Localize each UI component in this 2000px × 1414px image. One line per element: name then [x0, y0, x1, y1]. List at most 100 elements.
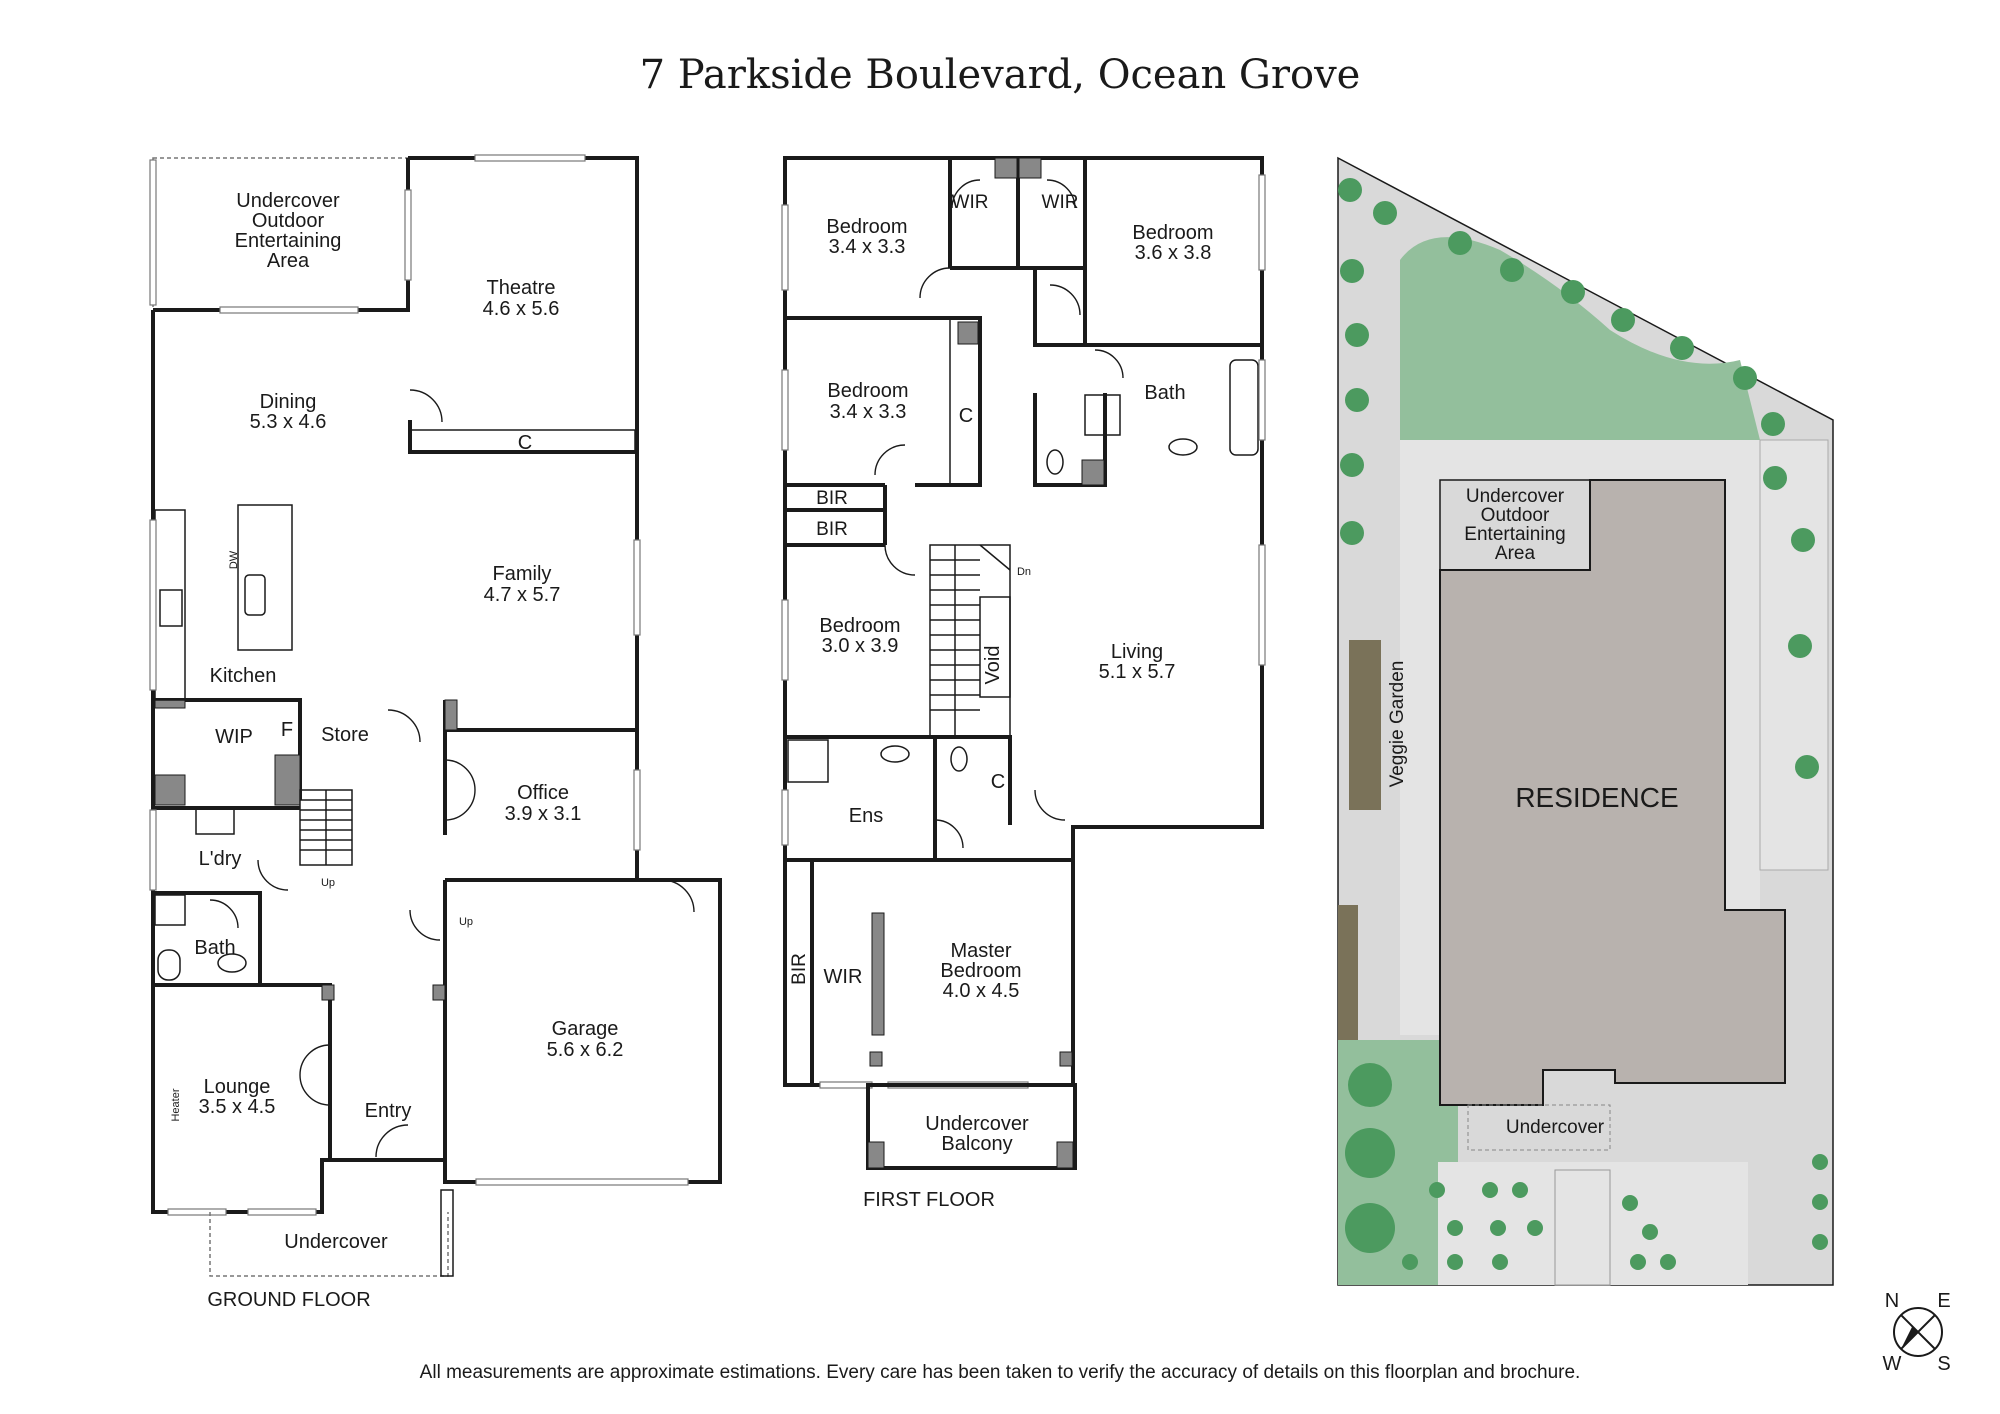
bir-label: BIR [816, 488, 848, 509]
living-dimensions: 5.1 x 5.7 [1099, 661, 1176, 683]
wall-column [154, 699, 186, 709]
cooktop-icon [159, 589, 183, 627]
entry-label: Entry [365, 1100, 412, 1122]
door-swing [661, 879, 695, 913]
balcony-post [1056, 1141, 1074, 1169]
door-swing [1034, 789, 1066, 821]
closet-label: C [959, 405, 973, 427]
balcony-post [867, 1141, 885, 1169]
door-swing [375, 1124, 409, 1158]
porch-label: Undercover [284, 1231, 388, 1253]
wir-label: WIR [824, 966, 863, 988]
compass: N E S W [1883, 1290, 1951, 1375]
wall-column [869, 1051, 883, 1067]
door-swing [1094, 349, 1124, 379]
wall-column [274, 754, 301, 806]
lounge-dimensions: 3.5 x 4.5 [199, 1096, 276, 1118]
bedroom4-label: Bedroom [819, 615, 900, 637]
door-swing [1049, 284, 1081, 316]
first-floor-outline [783, 156, 1264, 1087]
bath-walls [153, 891, 262, 985]
wall-column [957, 321, 979, 345]
bedroom2-label: Bedroom [1132, 222, 1213, 244]
heater-label: Heater [170, 1088, 182, 1121]
toilet-icon [217, 953, 247, 973]
door-swing [884, 544, 916, 576]
wir-label: WIR [952, 192, 989, 213]
window [1258, 174, 1266, 271]
dining-dimensions: 5.3 x 4.6 [250, 411, 327, 433]
bedroom3-label: Bedroom [827, 380, 908, 402]
wip-label: WIP [215, 726, 253, 748]
entry-steps [1554, 1169, 1611, 1286]
fridge-label: F [281, 719, 293, 741]
residence-block [1439, 479, 1786, 1106]
master-label: Bedroom [940, 960, 1021, 982]
shower-icon [1084, 394, 1121, 436]
window [1258, 359, 1266, 441]
page-title: 7 Parkside Boulevard, Ocean Grove [639, 52, 1361, 98]
site-outdoor-label: Area [1495, 543, 1536, 564]
window [781, 369, 789, 451]
veggie-garden-bed [1349, 640, 1381, 810]
kitchen-island [237, 504, 293, 651]
basin-icon [1168, 438, 1198, 456]
window [474, 154, 586, 162]
compass-east: E [1937, 1290, 1950, 1312]
bath-walls [1033, 268, 1262, 347]
master-label: Master [950, 940, 1011, 962]
garage-dimensions: 5.6 x 6.2 [547, 1039, 624, 1061]
wall-column [1081, 459, 1105, 486]
closet-c [409, 429, 636, 453]
store-label: Store [321, 724, 369, 746]
ground-floor-plan: Undercover Outdoor Entertaining Area The… [149, 154, 722, 1311]
window [633, 539, 641, 636]
void-label: Void [982, 646, 1004, 685]
basin-icon [880, 745, 910, 763]
window [404, 189, 412, 281]
wall-column [432, 984, 446, 1001]
toilet-icon [1046, 449, 1064, 475]
garage-label: Garage [552, 1018, 619, 1040]
bathtub-icon [1229, 359, 1259, 456]
first-floor-label: FIRST FLOOR [863, 1189, 995, 1211]
wir-label: WIR [1042, 192, 1079, 213]
garage-door [475, 1178, 689, 1186]
wall-column [321, 984, 335, 1001]
wardrobe-bar [871, 912, 885, 1036]
shower-icon [154, 894, 186, 926]
outdoor-label: Entertaining [235, 230, 342, 252]
veggie-garden-label: Veggie Garden [1387, 661, 1408, 788]
office-walls [443, 700, 637, 1182]
bedroom4-dimensions: 3.0 x 3.9 [822, 635, 899, 657]
theatre-dimensions: 4.6 x 5.6 [483, 298, 560, 320]
closet-c [949, 317, 981, 486]
bedroom1-label: Bedroom [826, 216, 907, 238]
window [149, 809, 157, 891]
bir-walls [785, 485, 887, 547]
bir-label: BIR [789, 953, 810, 985]
window [781, 789, 789, 846]
bir-label: BIR [816, 519, 848, 540]
door-swing [387, 709, 421, 743]
site-outdoor-label: Undercover [1466, 486, 1565, 507]
compass-north: N [1885, 1290, 1899, 1312]
wall-column [994, 157, 1018, 179]
bedroom1-dimensions: 3.4 x 3.3 [829, 236, 906, 258]
outdoor-label: Area [267, 250, 310, 272]
wall-column [154, 774, 186, 806]
window [247, 1208, 317, 1216]
closet-label: C [991, 771, 1005, 793]
ensuite-label: Ens [849, 805, 883, 827]
door-swing [444, 759, 476, 821]
dining-label: Dining [260, 391, 317, 413]
porch-outline [209, 1212, 449, 1277]
shower-icon [787, 739, 829, 783]
trees [1338, 178, 1828, 1270]
window [149, 159, 157, 306]
stairs-down-label: Dn [1017, 566, 1031, 578]
site-undercover-label: Undercover [1506, 1117, 1605, 1138]
theatre-label: Theatre [487, 277, 556, 299]
outdoor-label: Undercover [236, 190, 340, 212]
disclaimer-text: All measurements are approximate estimat… [419, 1362, 1581, 1383]
